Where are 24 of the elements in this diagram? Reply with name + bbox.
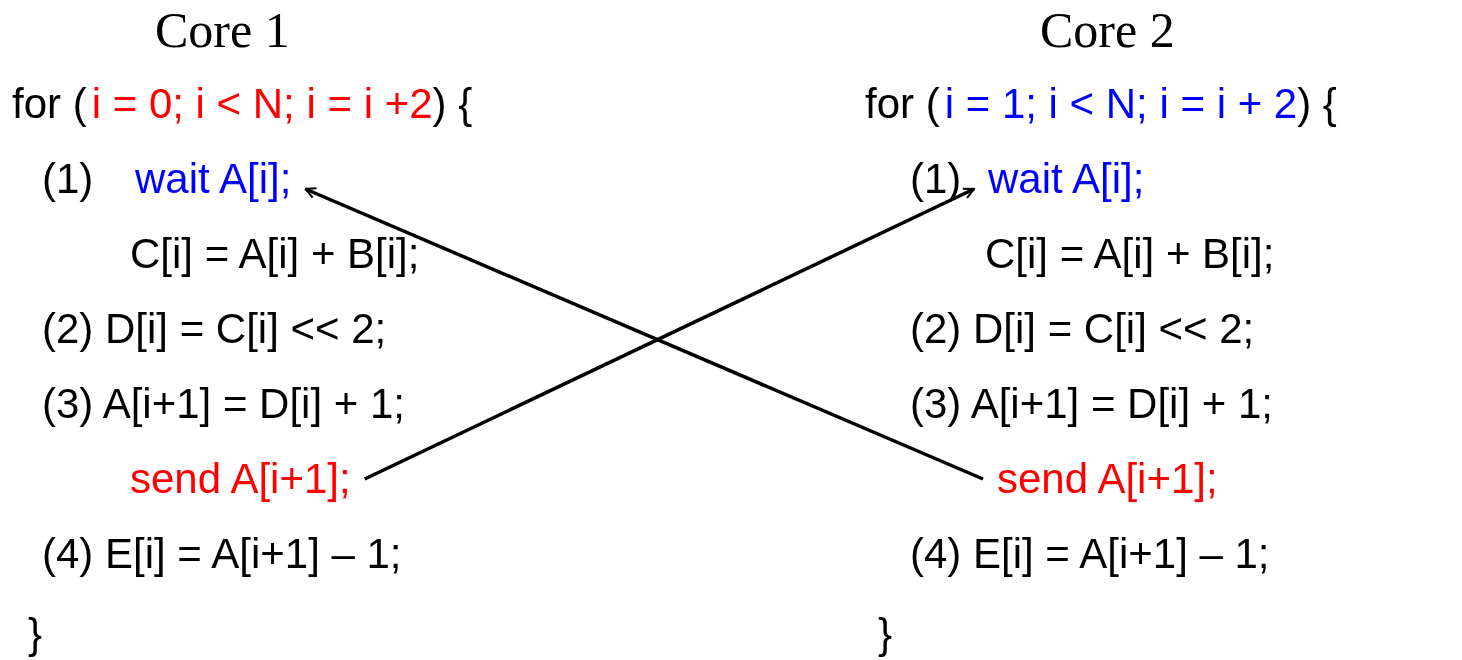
code-line: (4) E[i] = A[i+1] – 1; (42, 530, 402, 578)
code-statement: wait A[i]; (121, 155, 306, 203)
loop-condition: i = 0; i < N; i = i +2 (91, 80, 433, 128)
loop-header: ) { (432, 80, 473, 128)
code-line: C[i] = A[i] + B[i]; (130, 230, 420, 278)
code-line: (3) A[i+1] = D[i] + 1; (42, 380, 405, 428)
loop-header: for ( (12, 80, 87, 128)
code-line: (2) D[i] = C[i] << 2; (910, 305, 1255, 353)
loop-condition: i = 1; i < N; i = i + 2 (944, 80, 1298, 128)
line-number: (1) (42, 155, 94, 203)
code-statement: wait A[i]; (974, 155, 1159, 203)
code-statement: send A[i+1]; (983, 455, 1232, 503)
core-heading: Core 2 (1040, 2, 1175, 58)
loop-header: for ( (865, 80, 940, 128)
code-statement: send A[i+1]; (116, 455, 365, 503)
code-line: (3) A[i+1] = D[i] + 1; (910, 380, 1273, 428)
code-line: (4) E[i] = A[i+1] – 1; (910, 530, 1270, 578)
loop-header: ) { (1297, 80, 1337, 128)
code-line: (2) D[i] = C[i] << 2; (42, 305, 387, 353)
closing-brace: } (878, 610, 893, 658)
code-line: C[i] = A[i] + B[i]; (985, 230, 1275, 278)
closing-brace: } (28, 610, 43, 658)
core-heading: Core 1 (155, 2, 290, 58)
line-number: (1) (910, 155, 962, 203)
